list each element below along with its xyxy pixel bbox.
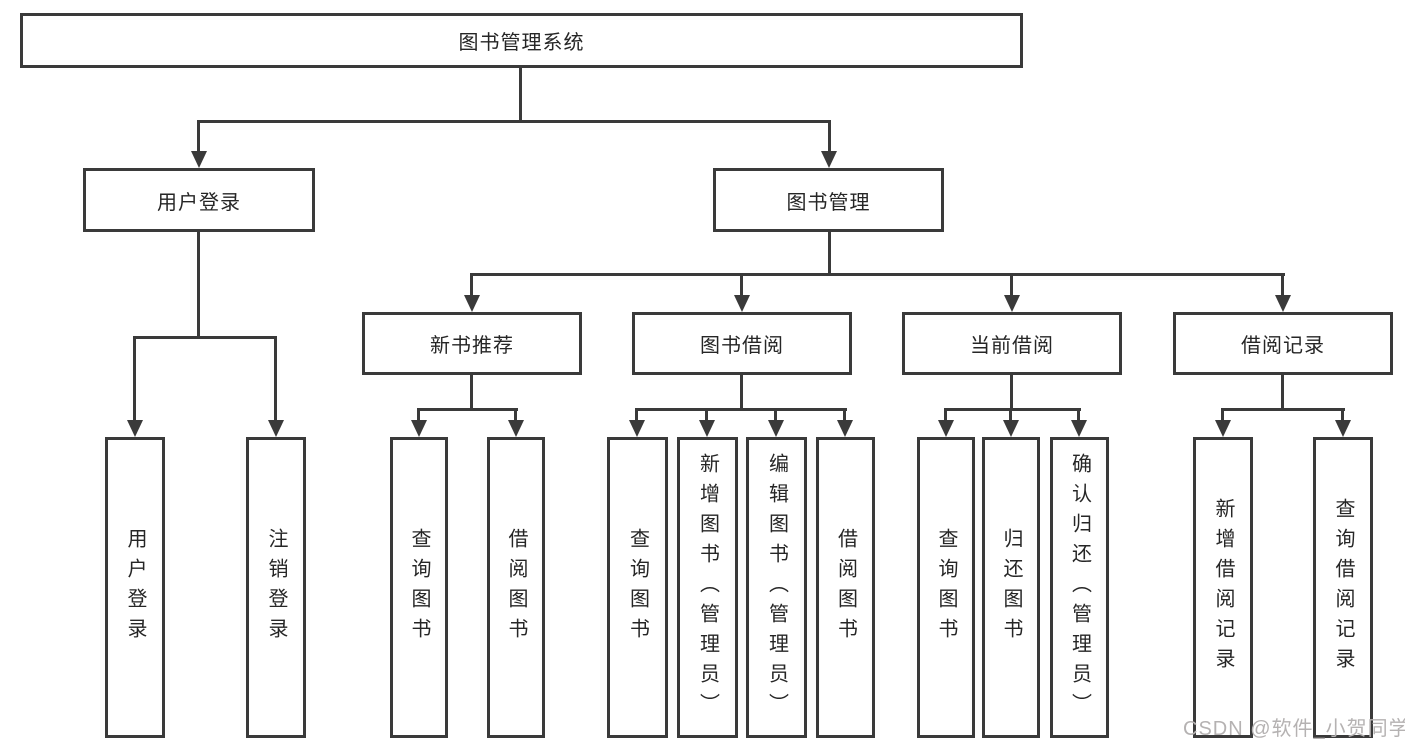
connector-line xyxy=(1341,408,1344,420)
arrowhead-icon xyxy=(768,420,784,437)
connector-line xyxy=(514,408,517,420)
arrowhead-icon xyxy=(1275,295,1291,312)
leaf-newbooks-borrow-label: 借阅图书 xyxy=(505,527,527,648)
arrowhead-icon xyxy=(1335,420,1351,437)
leaf-logout-label: 注销登录 xyxy=(265,527,287,648)
connector-line xyxy=(944,408,947,420)
connector-line xyxy=(133,336,136,421)
connector-line xyxy=(1222,408,1345,411)
connector-line xyxy=(1281,375,1284,408)
connector-line xyxy=(418,408,518,411)
connector-line xyxy=(828,232,831,273)
arrowhead-icon xyxy=(629,420,645,437)
arrowhead-icon xyxy=(1003,420,1019,437)
connector-line xyxy=(417,408,420,420)
arrowhead-icon xyxy=(464,295,480,312)
connector-line xyxy=(470,273,473,295)
node-user-login-label: 用户登录 xyxy=(157,191,241,214)
leaf-borrowing-borrow: 借阅图书 xyxy=(816,437,875,738)
leaf-records-add: 新增借阅记录 xyxy=(1193,437,1253,738)
leaf-borrowing-edit-label: 编辑图书（管理员） xyxy=(765,452,788,723)
leaf-borrowing-add: 新增图书（管理员） xyxy=(677,437,738,738)
connector-line xyxy=(740,375,743,408)
leaf-user-login-label: 用户登录 xyxy=(124,527,146,648)
arrowhead-icon xyxy=(821,151,837,168)
connector-line xyxy=(198,120,831,123)
node-book-management-label: 图书管理 xyxy=(786,191,871,214)
leaf-records-add-label: 新增借阅记录 xyxy=(1212,497,1234,678)
arrowhead-icon xyxy=(734,295,750,312)
arrowhead-icon xyxy=(191,151,207,168)
leaf-newbooks-query: 查询图书 xyxy=(390,437,448,738)
leaf-current-confirm-return-label: 确认归还（管理员） xyxy=(1068,452,1091,723)
leaf-borrowing-edit: 编辑图书（管理员） xyxy=(746,437,807,738)
arrowhead-icon xyxy=(268,420,284,437)
node-current-borrow: 当前借阅 xyxy=(902,312,1122,375)
node-borrowing-label: 图书借阅 xyxy=(700,335,784,357)
leaf-current-confirm-return: 确认归还（管理员） xyxy=(1050,437,1109,738)
connector-line xyxy=(828,120,831,151)
arrowhead-icon xyxy=(1071,420,1087,437)
leaf-borrowing-query: 查询图书 xyxy=(607,437,668,738)
connector-line xyxy=(197,232,200,336)
connector-line xyxy=(274,336,277,421)
node-new-books: 新书推荐 xyxy=(362,312,582,375)
arrowhead-icon xyxy=(837,420,853,437)
connector-line xyxy=(519,68,522,120)
leaf-newbooks-query-label: 查询图书 xyxy=(408,527,430,648)
connector-line xyxy=(1221,408,1224,420)
arrowhead-icon xyxy=(1215,420,1231,437)
arrowhead-icon xyxy=(508,420,524,437)
node-borrow-records: 借阅记录 xyxy=(1173,312,1393,375)
connector-line xyxy=(134,336,277,339)
connector-line xyxy=(197,120,200,151)
csdn-watermark: CSDN @软件_小贺同学 xyxy=(1183,718,1405,740)
node-user-login: 用户登录 xyxy=(83,168,315,232)
connector-line xyxy=(774,408,777,420)
connector-line xyxy=(1077,408,1080,420)
arrowhead-icon xyxy=(699,420,715,437)
node-borrow-records-label: 借阅记录 xyxy=(1241,335,1325,357)
connector-line xyxy=(1010,273,1013,295)
arrowhead-icon xyxy=(938,420,954,437)
arrowhead-icon xyxy=(411,420,427,437)
connector-line xyxy=(1010,375,1013,408)
node-root: 图书管理系统 xyxy=(20,13,1023,68)
node-new-books-label: 新书推荐 xyxy=(430,335,514,357)
leaf-newbooks-borrow: 借阅图书 xyxy=(487,437,545,738)
arrowhead-icon xyxy=(127,420,143,437)
leaf-current-return-label: 归还图书 xyxy=(1000,527,1022,648)
node-root-label: 图书管理系统 xyxy=(458,32,585,54)
node-book-management: 图书管理 xyxy=(713,168,944,232)
leaf-borrowing-add-label: 新增图书（管理员） xyxy=(696,452,719,723)
leaf-current-query: 查询图书 xyxy=(917,437,975,738)
arrowhead-icon xyxy=(1004,295,1020,312)
leaf-current-return: 归还图书 xyxy=(982,437,1040,738)
leaf-borrowing-borrow-label: 借阅图书 xyxy=(834,527,857,648)
leaf-records-query: 查询借阅记录 xyxy=(1313,437,1373,738)
connector-line xyxy=(471,273,1285,276)
node-borrowing: 图书借阅 xyxy=(632,312,852,375)
leaf-logout: 注销登录 xyxy=(246,437,306,738)
leaf-user-login: 用户登录 xyxy=(105,437,165,738)
leaf-current-query-label: 查询图书 xyxy=(935,527,957,648)
leaf-records-query-label: 查询借阅记录 xyxy=(1332,497,1354,678)
leaf-borrowing-query-label: 查询图书 xyxy=(626,527,649,648)
connector-line xyxy=(740,273,743,295)
connector-line xyxy=(635,408,638,420)
connector-line xyxy=(636,408,847,411)
connector-line xyxy=(1281,273,1284,295)
connector-line xyxy=(945,408,1081,411)
connector-line xyxy=(1009,408,1012,420)
connector-line xyxy=(470,375,473,408)
node-current-borrow-label: 当前借阅 xyxy=(970,335,1054,357)
connector-line xyxy=(843,408,846,420)
connector-line xyxy=(705,408,708,420)
